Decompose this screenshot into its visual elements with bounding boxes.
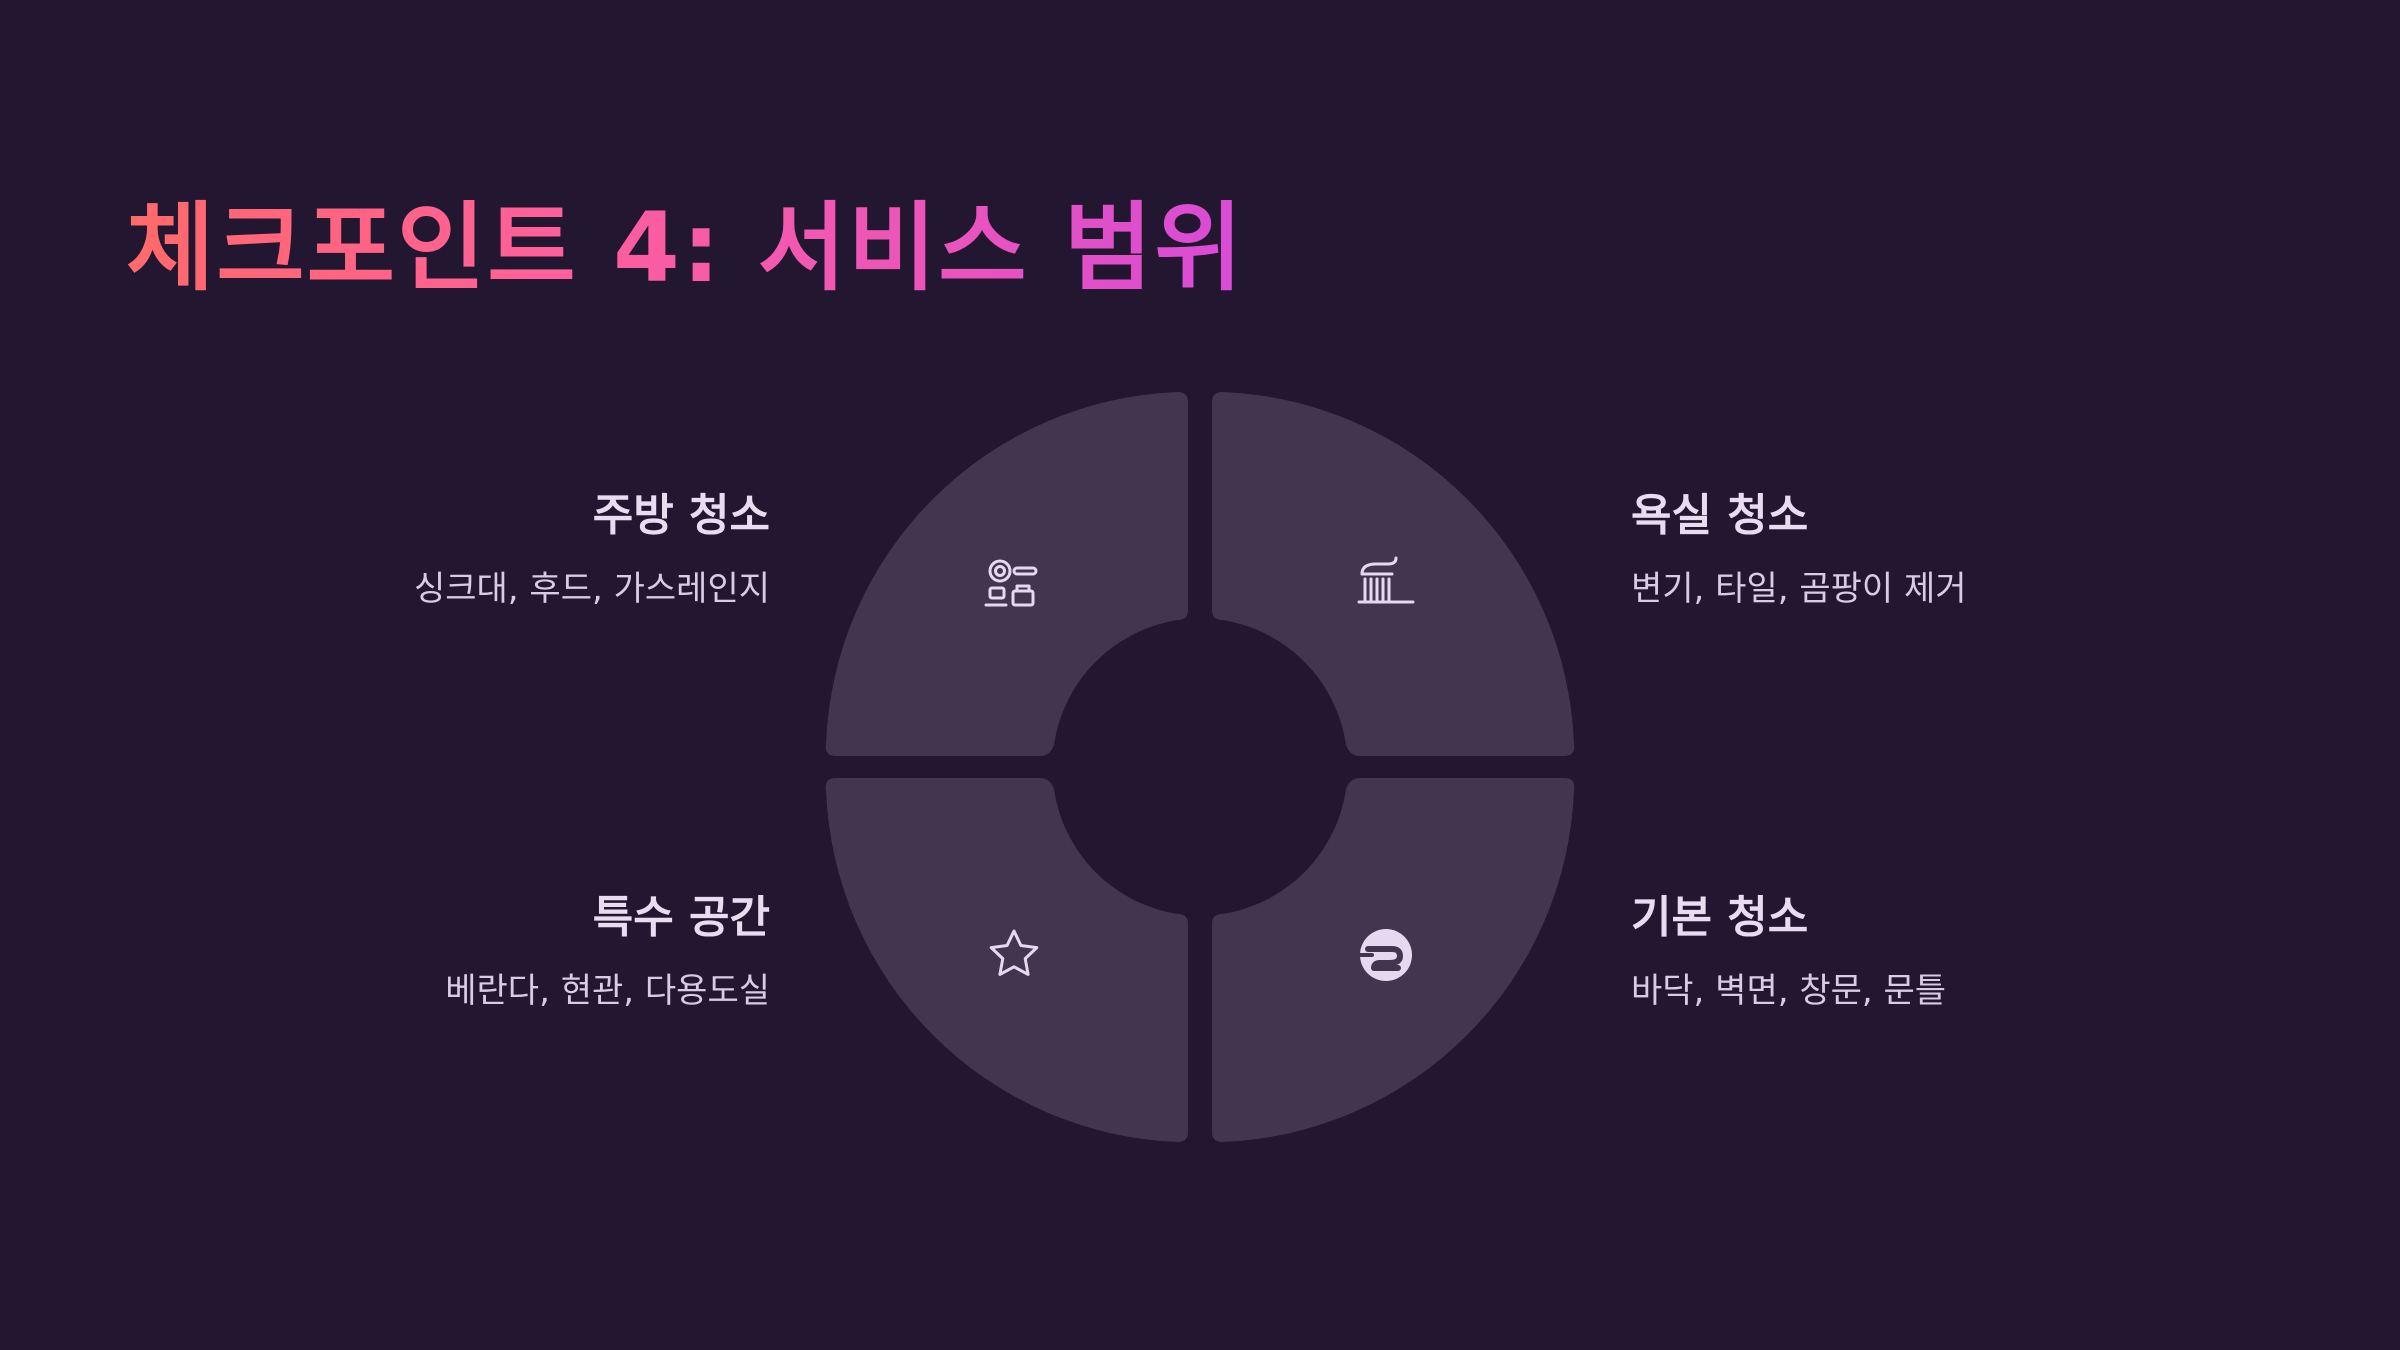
basic-title: 기본 청소 [1631,892,1809,943]
bathroom-description: 변기, 타일, 곰팡이 제거 [1631,568,1967,609]
page-title: 체크포인트 4: 서비스 범위 [126,192,1245,304]
kitchen-title: 주방 청소 [592,490,770,541]
kitchen-appliance-icon [984,559,1038,607]
bathroom-title: 욕실 청소 [1631,490,1809,541]
kitchen-label: 주방 청소 싱크대, 후드, 가스레인지 [250,490,770,611]
cleaning-icon [1358,929,1412,981]
quadrant-special[interactable] [825,778,1188,1142]
star-icon [989,929,1039,976]
basic-label: 기본 청소 바닥, 벽면, 창문, 문틀 [1631,892,2151,1013]
special-title: 특수 공간 [592,892,770,943]
basic-description: 바닥, 벽면, 창문, 문틀 [1631,970,1947,1011]
toothbrush-icon [1357,556,1415,604]
quadrant-kitchen[interactable] [825,392,1188,756]
bathroom-label: 욕실 청소 변기, 타일, 곰팡이 제거 [1631,490,2151,611]
kitchen-description: 싱크대, 후드, 가스레인지 [413,568,770,609]
special-description: 베란다, 현관, 다용도실 [445,970,770,1011]
special-label: 특수 공간 베란다, 현관, 다용도실 [250,892,770,1013]
